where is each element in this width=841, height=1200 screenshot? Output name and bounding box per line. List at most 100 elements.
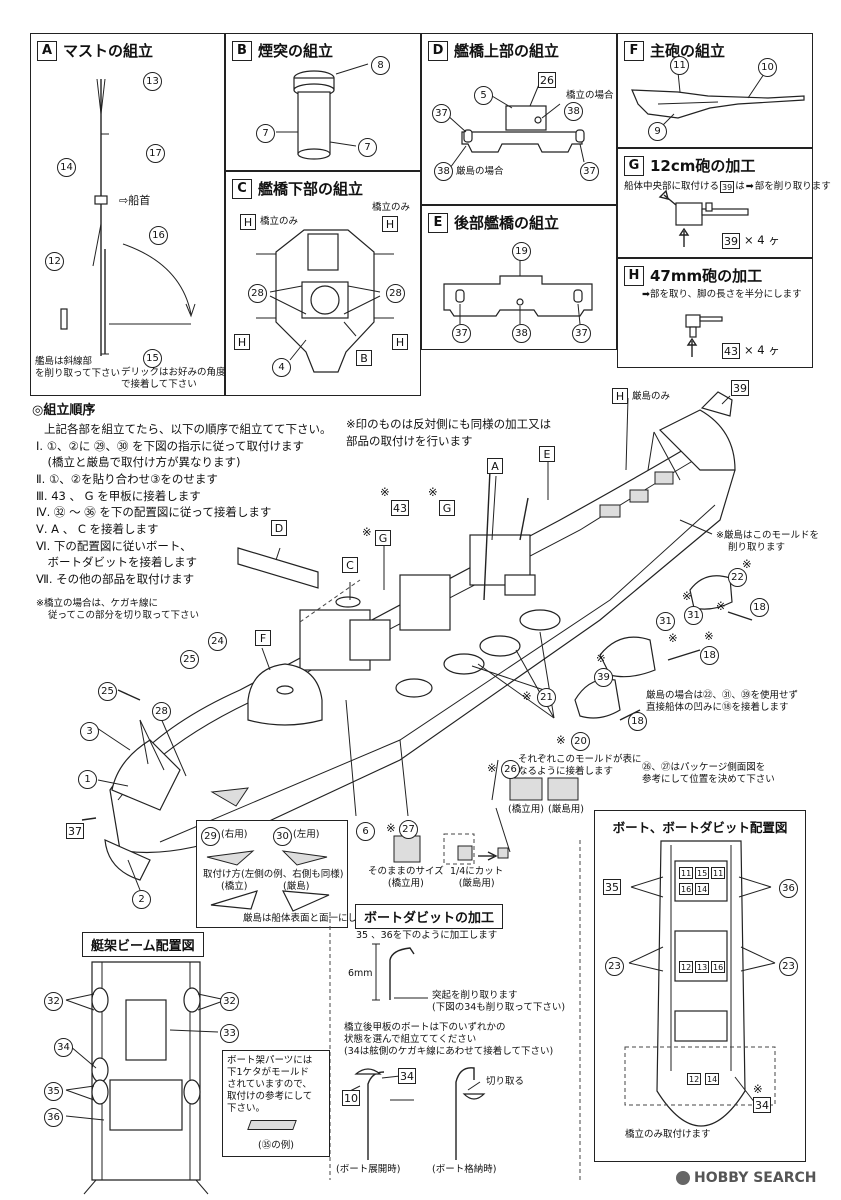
mark-22: ※ (742, 557, 752, 571)
mark-26: ※ (487, 761, 497, 775)
c-left-note: 橋立のみ (260, 216, 299, 227)
panel-c-title: 艦橋下部の組立 (258, 180, 364, 198)
h-label-top-left: H (240, 214, 256, 230)
assembly-intro: 上記各部を組立てたら、以下の順序で組立てて下さい。 (44, 421, 332, 436)
c-right-note: 橋立のみ (372, 202, 411, 213)
h-note: ➡部を取り、脚の長さを半分にします (642, 289, 802, 300)
mold-note: それぞれこのモールドが表になるように接着します (518, 754, 642, 777)
part-7a: 7 (256, 124, 275, 143)
davit-part-34: 34 (398, 1068, 416, 1084)
12cm-gun-diagram (658, 189, 749, 247)
panel-h-letter: H (624, 265, 644, 286)
boat-num-7: 13 (695, 961, 710, 973)
davit-part-10: 10 (342, 1090, 360, 1106)
reverse-note: ※印のものは反対側にも同様の加工又は部品の取付けを行います (346, 417, 552, 448)
davit-cut-note: 突起を削り取ります(下図の34も削り取って下さい) (432, 990, 566, 1013)
step-1: Ⅰ. ①、②に ㉙、㉚ を下図の指示に従って取付けます (36, 438, 305, 453)
assembly-order: ◎組立順序 上記各部を組立てたら、以下の順序で組立てて下さい。 Ⅰ. ①、②に … (32, 402, 332, 588)
panel-d-title: 艦橋上部の組立 (454, 42, 560, 60)
step-6b: ボートダビットを接着します (36, 555, 197, 570)
mark-18b: ※ (704, 629, 714, 643)
itsukushima-use-note: 厳島の場合は㉒、㉛、㊴を使用せず直接船体の凹みに⑱を接着します (646, 690, 799, 713)
beam-part-32-right: 32 (220, 992, 239, 1011)
davit-cap-stow: (ボート格納時) (432, 1164, 497, 1175)
boat-layout-diagram (624, 840, 776, 1127)
mark-31a: ※ (682, 589, 692, 603)
part-31-b: 31 (656, 612, 675, 631)
part-38-bottom: 38 (434, 162, 453, 181)
part-27: 27 (399, 820, 418, 839)
panel-d-header: D 艦橋上部の組立 (428, 40, 559, 61)
beam-part-35: 35 (44, 1082, 63, 1101)
boat-num-10: 14 (705, 1073, 720, 1085)
step-3: Ⅲ. 43 、 G を甲板に接着します (36, 488, 201, 503)
lower-bridge-diagram (256, 229, 394, 373)
part-7b: 7 (358, 138, 377, 157)
davit-cap-open: (ボート展開時) (336, 1164, 401, 1175)
boat-part-35: 35 (603, 879, 621, 895)
part-28-left: 28 (248, 284, 267, 303)
panel-c-letter: C (232, 178, 252, 199)
itsukushima-mold-note: ※厳島はこのモールドを削り取ります (716, 530, 819, 553)
boat-num-9: 12 (687, 1073, 702, 1085)
part-31-a: 31 (684, 606, 703, 625)
boat-layout-panel: ボート、ボートダビット配置図 35 36 23 23 ※ 34 11 15 16… (594, 810, 806, 1162)
beam-part-32-left: 32 (44, 992, 63, 1011)
part-29-30-box: 29 (右用) 30 (左用) 取付け方(左側の例、右側も同様) (橋立) (厳… (196, 820, 376, 928)
mark-43: ※ (380, 485, 390, 499)
mold-label-hashidate: (橋立用) (508, 804, 544, 815)
part-15: 15 (143, 349, 162, 368)
panel-h-header: H 47mm砲の加工 (624, 265, 762, 286)
boat-layout-title: ボート、ボートダビット配置図 (612, 820, 788, 835)
panel-e-title: 後部艦橋の組立 (454, 214, 560, 232)
boat-num-5: 11 (711, 867, 726, 879)
part-11: 11 (670, 56, 689, 75)
panel-h-title: 47mm砲の加工 (650, 267, 763, 285)
part-38-top: 38 (564, 102, 583, 121)
part-17: 17 (146, 144, 165, 163)
part-29: 29 (201, 827, 220, 846)
install-note: 取付け方(左側の例、右側も同様) (203, 869, 344, 880)
panel-g-letter: G (624, 155, 644, 176)
boat-num-8: 16 (711, 961, 726, 973)
step-4: Ⅳ. ㉜ 〜 ㊱ を下の配置図に従って接着します (36, 505, 272, 520)
panel-d-letter: D (428, 40, 448, 61)
part-26: 26 (538, 72, 556, 88)
upper-bridge-diagram (445, 81, 585, 169)
panel-a-note-right: デリックはお好みの角度で接着して下さい (121, 367, 226, 390)
panel-f-letter: F (624, 40, 644, 61)
part-37-right: 37 (580, 162, 599, 181)
part-8: 8 (371, 56, 390, 75)
part-28-right: 28 (386, 284, 405, 303)
mast-diagram (60, 78, 196, 356)
davit-deck-note: 橋立後甲板のボートは下のいずれかの状態を選んで組立ててください(34は舷側のケガ… (344, 1022, 554, 1057)
part-2: 2 (132, 890, 151, 909)
part-37-right: 37 (572, 324, 591, 343)
mark-27: ※ (386, 821, 396, 835)
panel-a-note-left: 艦島は斜線部を削り取って下さい (35, 356, 121, 379)
mark-20: ※ (556, 733, 566, 747)
label-30: (左用) (293, 829, 320, 840)
boat-part-23-right: 23 (779, 957, 798, 976)
part-16: 16 (149, 226, 168, 245)
part-9: 9 (648, 122, 667, 141)
mark-31b: ※ (668, 631, 678, 645)
flush-note: 厳島は船体表面と面一にします (243, 913, 377, 924)
beam-part-33: 33 (220, 1024, 239, 1043)
d-hashidate-note: 橋立の場合 (566, 90, 614, 101)
step-6: Ⅵ. 下の配置図に従いボート、 (36, 538, 192, 553)
mark-c: ※ (362, 525, 372, 539)
label-a: A (487, 458, 503, 474)
part-26: 26 (501, 760, 520, 779)
panel-f-title: 主砲の組立 (650, 42, 726, 60)
part-19: 19 (512, 242, 531, 261)
panel-a-letter: A (37, 40, 57, 61)
g-times: × 4 ヶ (744, 233, 780, 247)
part-22: 22 (728, 568, 747, 587)
